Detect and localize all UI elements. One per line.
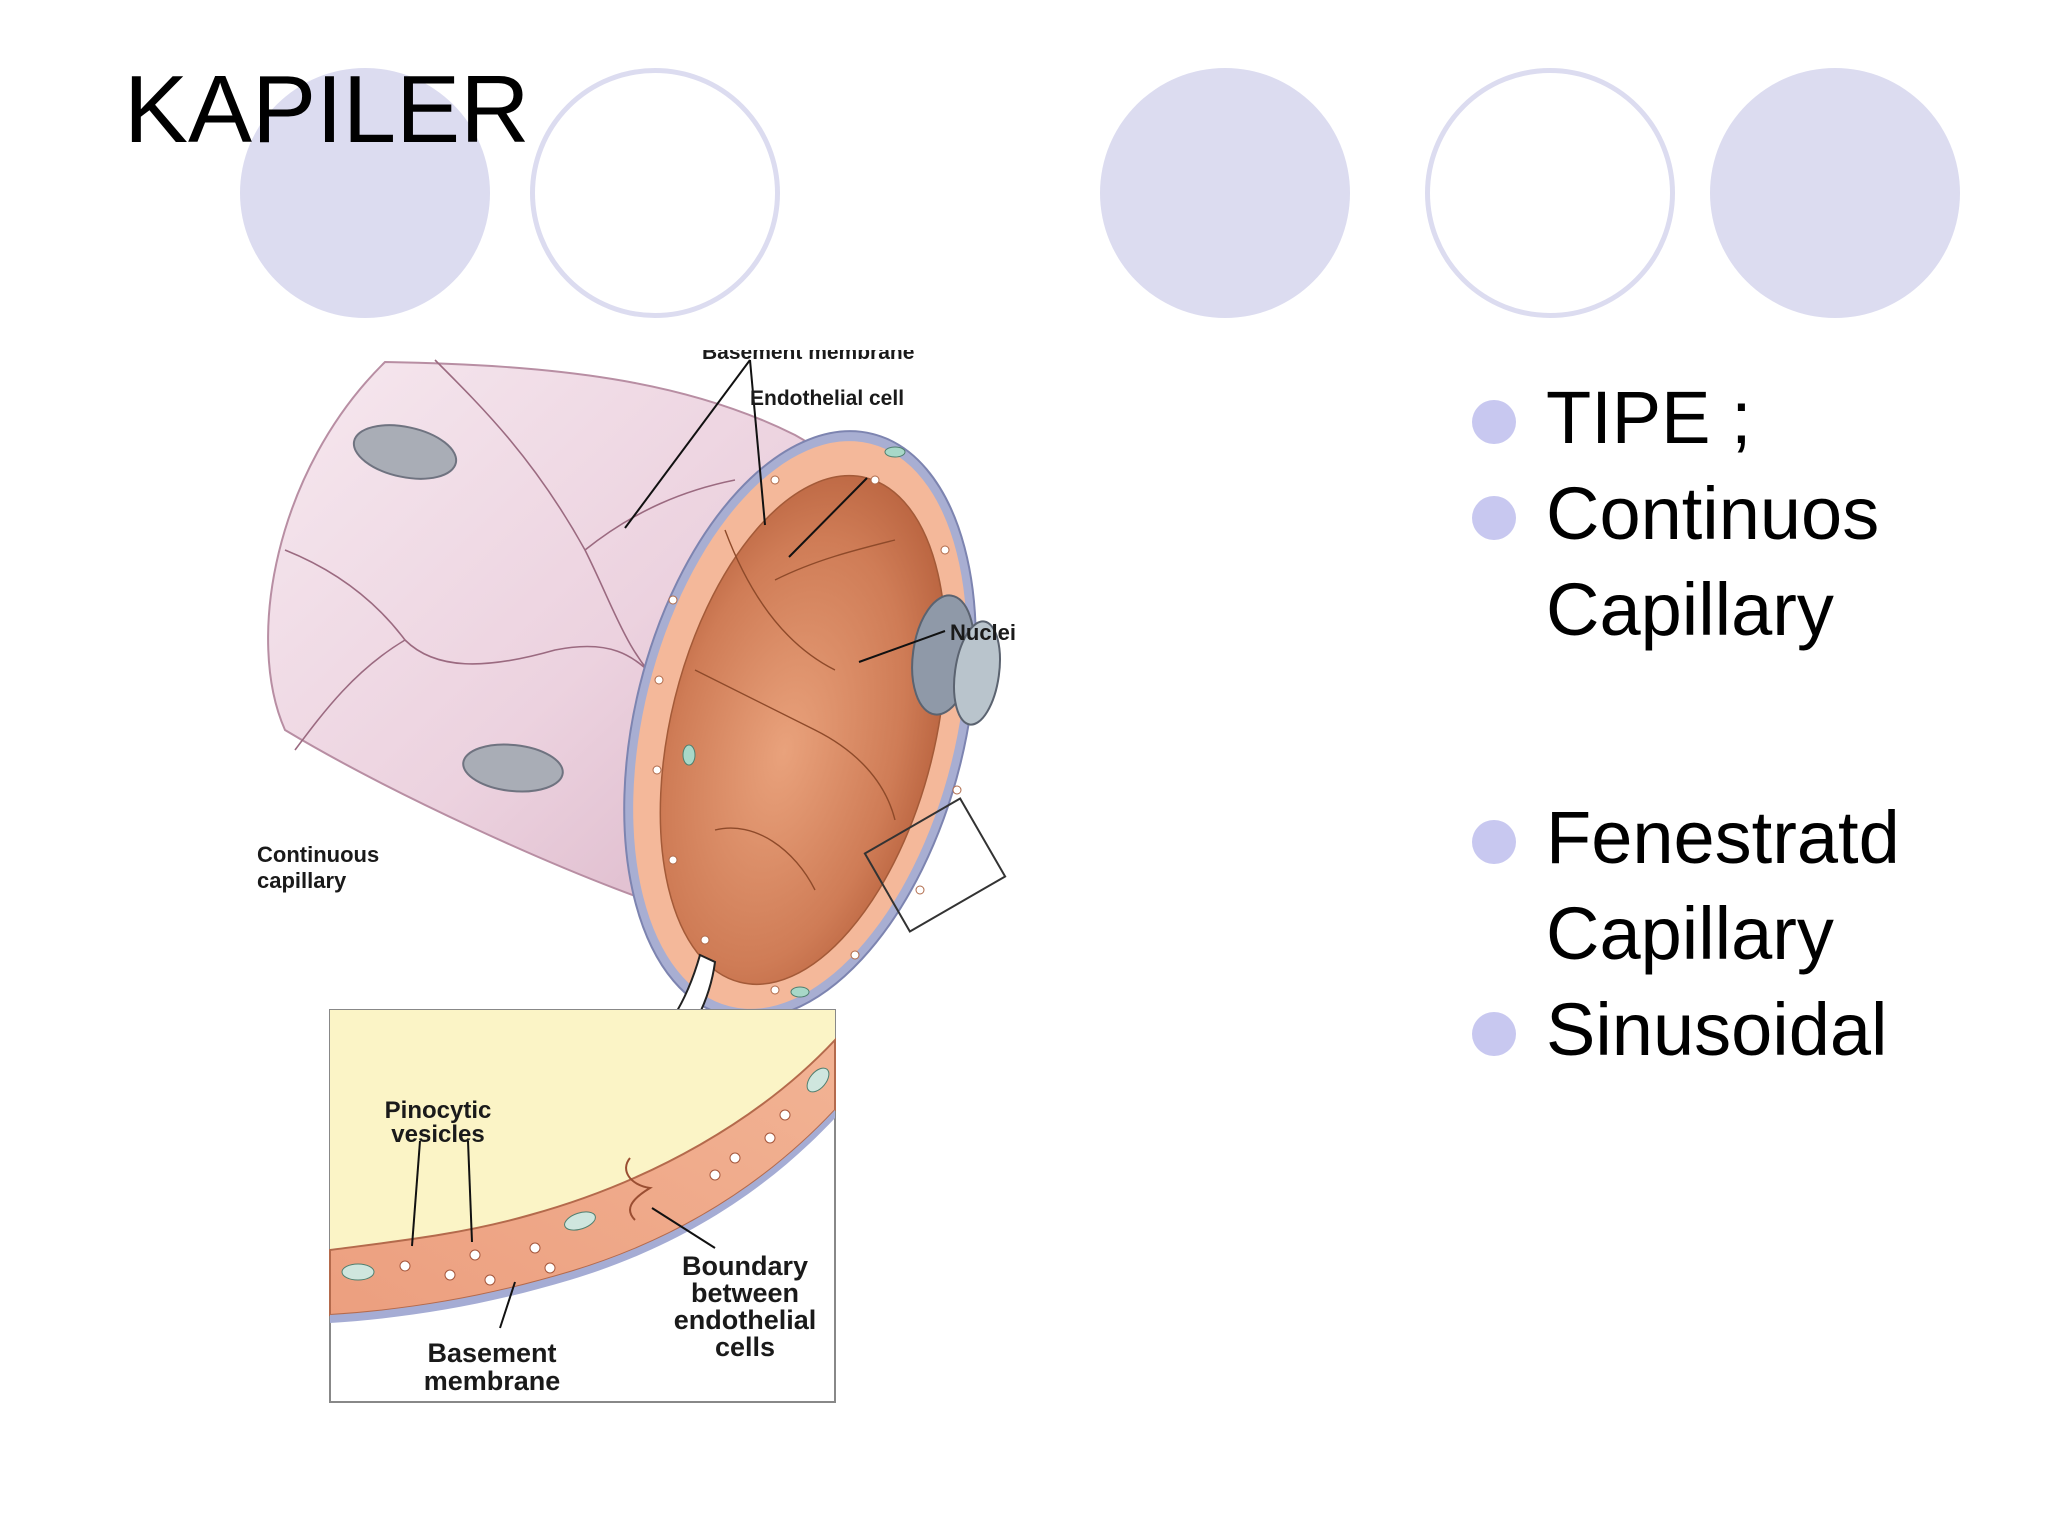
label-nuclei: Nuclei bbox=[950, 620, 1016, 645]
label-boundary-line3: endothelial bbox=[674, 1305, 817, 1335]
bullet-dot-icon bbox=[1472, 400, 1516, 444]
label-basement-inset-line1: Basement bbox=[427, 1338, 556, 1368]
vessel-cross-section bbox=[623, 430, 1007, 1020]
label-continuous-line2: capillary bbox=[257, 868, 347, 893]
inset-panel: Pinocytic vesicles Basement membrane Bou… bbox=[329, 1009, 836, 1403]
decor-circle-3 bbox=[1100, 68, 1350, 318]
bullet-dot-icon bbox=[1472, 1012, 1516, 1056]
bullet-dot-icon bbox=[1472, 496, 1516, 540]
bullet-text: TIPE ; bbox=[1546, 376, 1752, 459]
leader-lines bbox=[624, 359, 946, 663]
bullet-item-tipe: TIPE ; bbox=[1470, 370, 2030, 466]
bullet-text: Capillary bbox=[1546, 892, 1834, 975]
bullet-dot-icon bbox=[1472, 820, 1516, 864]
capillary-diagram: Basement membrane Endothelial cell Nucle… bbox=[257, 350, 1016, 1403]
bullet-text: Sinusoidal bbox=[1546, 988, 1888, 1071]
slide-title: KAPILER bbox=[124, 56, 530, 163]
label-continuous-line1: Continuous bbox=[257, 842, 379, 867]
label-boundary-line1: Boundary bbox=[682, 1251, 808, 1281]
bullet-item-continuous: Continuos Capillary bbox=[1470, 466, 2030, 658]
label-pinocytic-line2: vesicles bbox=[391, 1121, 484, 1148]
bullet-list: TIPE ; Continuos Capillary Fenestratd Ca… bbox=[1470, 370, 2030, 1078]
label-pinocytic-line1: Pinocytic bbox=[385, 1097, 492, 1124]
label-basement-membrane: Basement membrane bbox=[702, 350, 914, 364]
label-basement-inset-line2: membrane bbox=[424, 1366, 561, 1396]
decor-circle-1 bbox=[240, 68, 490, 318]
bullet-text: Fenestratd bbox=[1546, 796, 1900, 879]
decor-circle-4 bbox=[1425, 68, 1675, 318]
bullet-item-fenestrated: Fenestratd Capillary bbox=[1470, 790, 2030, 982]
bullet-item-sinusoidal: Sinusoidal bbox=[1470, 982, 2030, 1078]
label-endothelial-cell: Endothelial cell bbox=[750, 387, 904, 410]
bullet-text: Capillary bbox=[1546, 568, 1834, 651]
label-boundary-line2: between bbox=[691, 1278, 799, 1308]
decor-circle-2 bbox=[530, 68, 780, 318]
label-boundary-line4: cells bbox=[715, 1332, 775, 1362]
bullet-text: Continuos bbox=[1546, 472, 1880, 555]
decor-circle-5 bbox=[1710, 68, 1960, 318]
